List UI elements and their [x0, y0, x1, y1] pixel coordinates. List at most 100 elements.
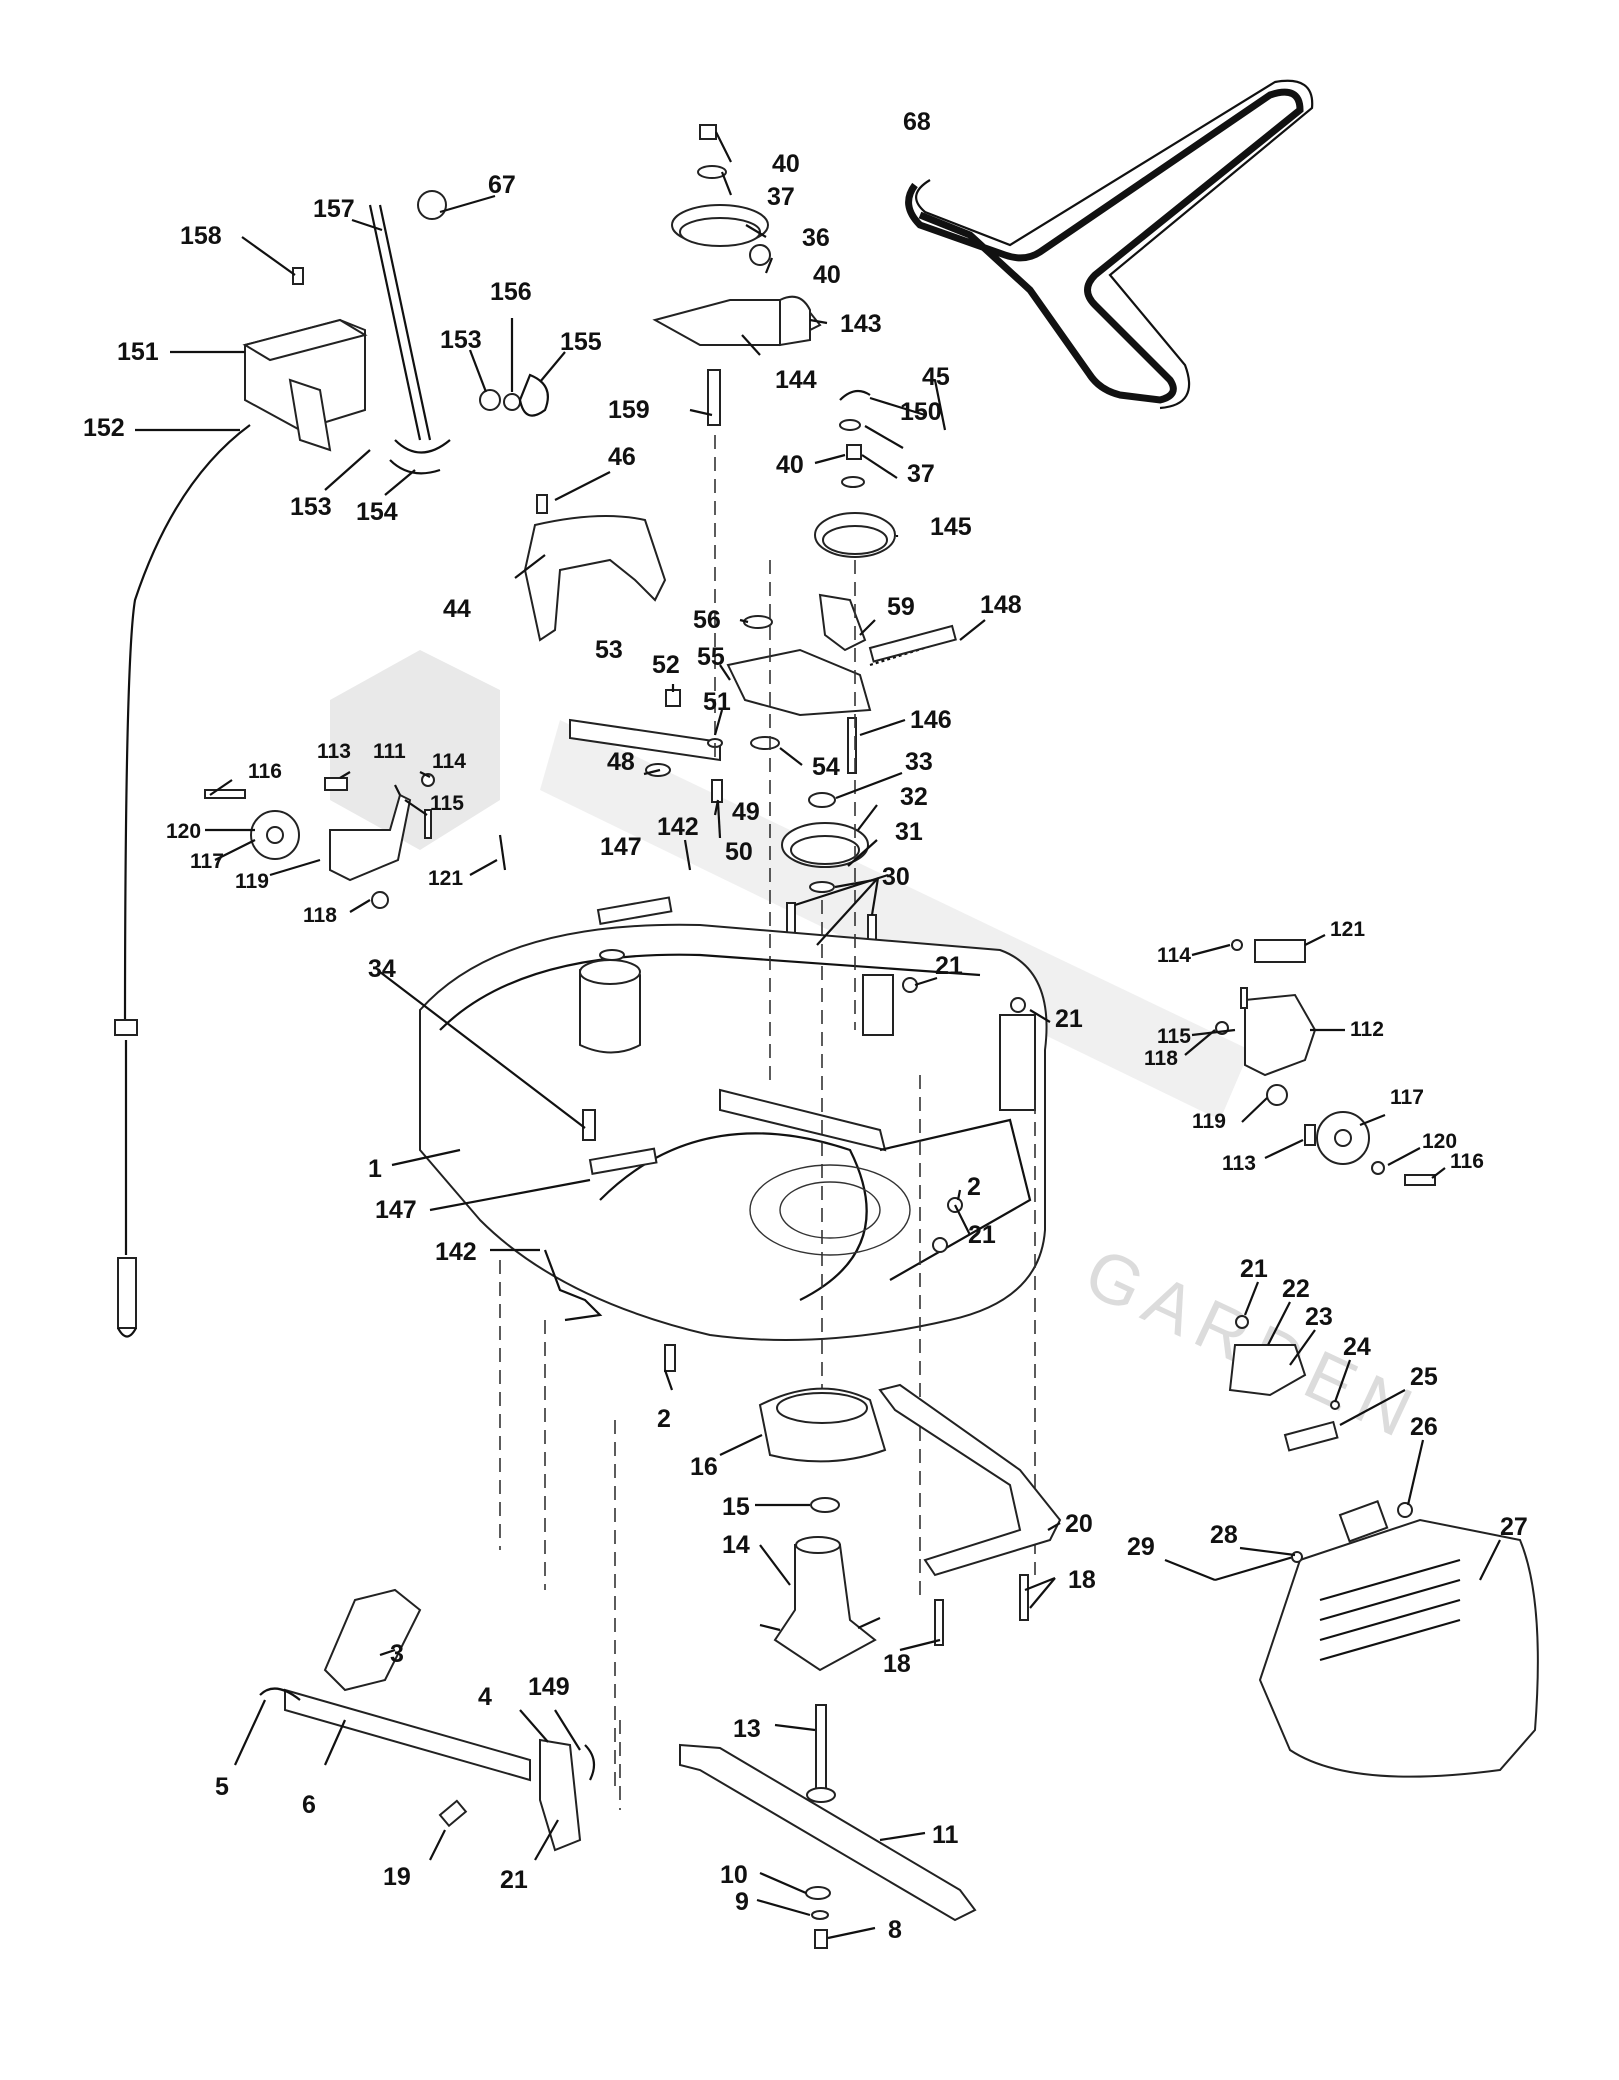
callout-156: 156: [490, 278, 532, 306]
idler-pulley-assembly: [814, 389, 896, 558]
callout-114: 114: [1157, 944, 1191, 967]
callout-112: 112: [1350, 1018, 1384, 1041]
callout-24: 24: [1343, 1333, 1371, 1361]
upper-pulley-assembly: [652, 124, 822, 426]
callout-23: 23: [1305, 1303, 1333, 1331]
callout-53: 53: [595, 636, 623, 664]
callout-10: 10: [720, 1861, 748, 1889]
callout-150: 150: [900, 398, 942, 426]
hanger-bracket: [878, 1383, 1062, 1646]
callout-119: 119: [235, 870, 269, 893]
callout-9: 9: [735, 1888, 749, 1916]
callout-120: 120: [1422, 1130, 1457, 1153]
callout-21: 21: [1055, 1005, 1083, 1033]
callout-40: 40: [813, 261, 841, 289]
engage-lever-assembly: [242, 190, 549, 475]
callout-118: 118: [303, 904, 337, 927]
callout-68: 68: [903, 108, 931, 136]
callout-15: 15: [722, 1493, 750, 1521]
callout-52: 52: [652, 651, 680, 679]
idler-arm: [569, 689, 723, 803]
callout-13: 13: [733, 1715, 761, 1743]
leader-lines: [135, 131, 1501, 1940]
callout-31: 31: [895, 818, 923, 846]
callout-6: 6: [302, 1791, 316, 1819]
callout-113: 113: [1222, 1152, 1256, 1175]
callout-118: 118: [1144, 1047, 1178, 1070]
callout-3: 3: [390, 1640, 404, 1668]
callout-116: 116: [1450, 1150, 1484, 1173]
callout-146: 146: [910, 706, 952, 734]
callout-19: 19: [383, 1863, 411, 1891]
callout-8: 8: [888, 1916, 902, 1944]
callout-121: 121: [1330, 918, 1365, 941]
callout-59: 59: [887, 593, 915, 621]
callout-20: 20: [1065, 1510, 1093, 1538]
front-link-assembly: [259, 1588, 596, 1852]
callout-2: 2: [967, 1173, 981, 1201]
callout-2: 2: [657, 1405, 671, 1433]
callout-147: 147: [375, 1196, 417, 1224]
callout-30: 30: [882, 863, 910, 891]
callout-147: 147: [600, 833, 642, 861]
callout-158: 158: [180, 222, 222, 250]
callout-49: 49: [732, 798, 760, 826]
callout-114: 114: [432, 750, 466, 773]
callout-154: 154: [356, 498, 398, 526]
callout-22: 22: [1282, 1275, 1310, 1303]
callout-153: 153: [290, 493, 332, 521]
callout-151: 151: [117, 338, 159, 366]
callout-37: 37: [907, 460, 935, 488]
deck-baffle: [758, 1387, 887, 1513]
callout-21: 21: [1240, 1255, 1268, 1283]
callout-111: 111: [373, 740, 406, 763]
callout-45: 45: [922, 363, 950, 391]
callout-54: 54: [812, 753, 840, 781]
callout-16: 16: [690, 1453, 718, 1481]
callout-115: 115: [430, 792, 464, 815]
callout-113: 113: [317, 740, 351, 763]
callout-117: 117: [190, 850, 224, 873]
callout-142: 142: [435, 1238, 477, 1266]
callout-143: 143: [840, 310, 882, 338]
callout-21: 21: [935, 952, 963, 980]
guide-lines: [499, 435, 1036, 1810]
callout-32: 32: [900, 783, 928, 811]
callout-56: 56: [693, 606, 721, 634]
mower-deck: [419, 923, 1048, 1372]
discharge-chute: [1214, 1500, 1539, 1778]
bolt-158-icon: [292, 267, 304, 285]
right-idler-assembly: [1215, 939, 1436, 1186]
callout-25: 25: [1410, 1363, 1438, 1391]
callout-55: 55: [697, 643, 725, 671]
callout-46: 46: [608, 443, 636, 471]
callout-5: 5: [215, 1773, 229, 1801]
callout-50: 50: [725, 838, 753, 866]
callout-21: 21: [968, 1221, 996, 1249]
callout-44: 44: [443, 595, 471, 623]
callout-51: 51: [703, 688, 731, 716]
callout-145: 145: [930, 513, 972, 541]
mower-blade: [679, 1743, 977, 1949]
callout-1: 1: [368, 1155, 382, 1183]
callout-40: 40: [772, 150, 800, 178]
callout-4: 4: [478, 1683, 492, 1711]
callout-14: 14: [722, 1531, 750, 1559]
callout-11: 11: [932, 1821, 959, 1849]
callout-28: 28: [1210, 1521, 1238, 1549]
chute-bracket-assembly: [1228, 1315, 1413, 1518]
callout-67: 67: [488, 171, 516, 199]
callout-27: 27: [1500, 1513, 1528, 1541]
callout-115: 115: [1157, 1025, 1191, 1048]
callout-37: 37: [767, 183, 795, 211]
callout-21: 21: [500, 1866, 528, 1894]
control-cable: [114, 424, 251, 1338]
callout-29: 29: [1127, 1533, 1155, 1561]
callout-148: 148: [980, 591, 1022, 619]
callout-157: 157: [313, 195, 355, 223]
callout-26: 26: [1410, 1413, 1438, 1441]
callout-labels: 40 37 36 40 143 144 159 68 67 157 158 15…: [83, 108, 1528, 1944]
callout-48: 48: [607, 748, 635, 776]
spring-147-upper: [596, 896, 673, 925]
